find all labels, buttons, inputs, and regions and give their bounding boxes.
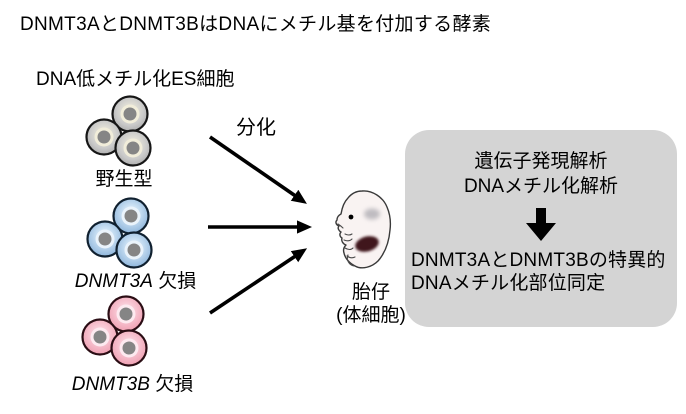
cell-nucleus bbox=[97, 130, 111, 144]
analysis-line-gene-expression: 遺伝子発現解析 bbox=[474, 151, 608, 172]
cell-cluster-dnmt3b-knockout bbox=[81, 295, 148, 367]
arrow-dnmt3b-to-embryo bbox=[209, 248, 308, 315]
group-label-text: 欠損 bbox=[152, 271, 197, 292]
embryo-illustration bbox=[335, 190, 392, 269]
analysis-result: DNMT3AとDNMT3Bの特異的 DNAメチル化部位同定 bbox=[411, 249, 677, 295]
down-arrow-icon bbox=[526, 208, 556, 241]
gene-name: DNMT3A bbox=[74, 271, 153, 292]
cell-nucleus bbox=[123, 107, 137, 121]
cell bbox=[114, 129, 152, 167]
es-cells-heading: DNA低メチル化ES細胞 bbox=[36, 69, 235, 90]
analysis-methods: 遺伝子発現解析 DNAメチル化解析 bbox=[405, 149, 677, 199]
cell-cluster-dnmt3a-knockout bbox=[86, 197, 153, 269]
cell bbox=[107, 295, 145, 333]
cell-group-label-dnmt3b-knockout: DNMT3B 欠損 bbox=[60, 369, 205, 396]
cell-nucleus bbox=[122, 341, 136, 355]
cell bbox=[115, 231, 153, 269]
result-line-1: DNMT3AとDNMT3Bの特異的 bbox=[411, 250, 666, 271]
embryo-liver bbox=[355, 236, 379, 252]
embryo-head-shade bbox=[364, 208, 380, 220]
embryo-body bbox=[335, 190, 392, 269]
group-label-text: 野生型 bbox=[95, 169, 153, 190]
differentiation-label: 分化 bbox=[236, 117, 276, 139]
cell-nucleus bbox=[126, 141, 140, 155]
cell-nucleus bbox=[119, 307, 133, 321]
analysis-line-dna-methylation: DNAメチル化解析 bbox=[463, 176, 619, 197]
cell bbox=[111, 95, 149, 133]
cell-nucleus bbox=[93, 330, 107, 344]
embryo-limbs bbox=[337, 223, 356, 267]
gene-name: DNMT3B bbox=[71, 374, 150, 395]
embryo-sublabel: (体細胞) bbox=[336, 305, 406, 326]
cell bbox=[81, 318, 119, 356]
cell-nucleus bbox=[124, 209, 138, 223]
cell-group-label-wildtype: 野生型 bbox=[64, 164, 184, 191]
analysis-box: 遺伝子発現解析 DNAメチル化解析 DNMT3AとDNMT3Bの特異的 DNAメ… bbox=[405, 130, 677, 327]
cell bbox=[110, 329, 148, 367]
cell bbox=[86, 220, 124, 258]
group-label-text: 欠損 bbox=[149, 374, 194, 395]
figure-title: DNMT3AとDNMT3BはDNAにメチル基を付加する酵素 bbox=[20, 14, 492, 35]
cell-cluster-wildtype bbox=[85, 95, 152, 167]
embryo-eye bbox=[348, 214, 354, 220]
cell-group-label-dnmt3a-knockout: DNMT3A 欠損 bbox=[63, 266, 208, 293]
cell-nucleus bbox=[98, 232, 112, 246]
cell-nucleus bbox=[127, 243, 141, 257]
arrow-wildtype-to-embryo bbox=[208, 135, 307, 204]
result-line-2: DNAメチル化部位同定 bbox=[411, 273, 606, 294]
embryo-label: 胎仔 bbox=[351, 282, 390, 303]
